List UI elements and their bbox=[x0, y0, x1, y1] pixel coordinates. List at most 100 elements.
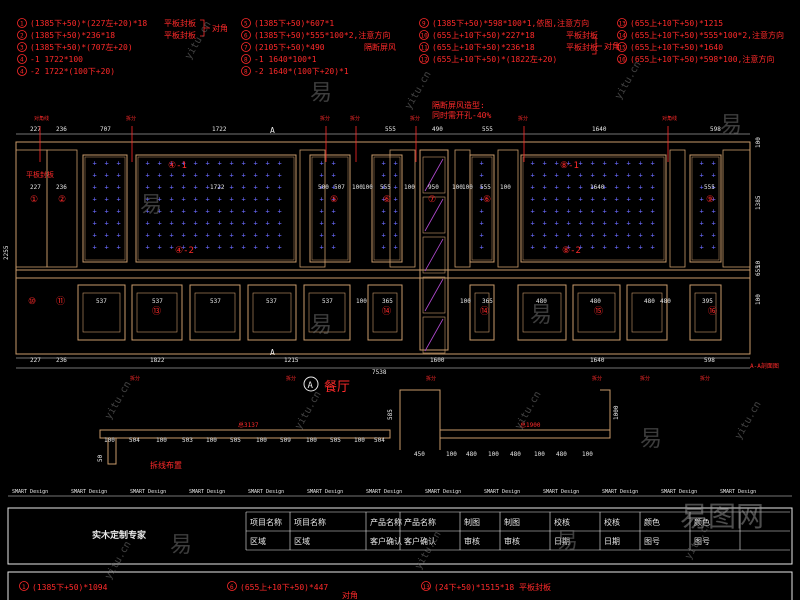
lower-panel-inset bbox=[194, 292, 236, 333]
tuft-button: + bbox=[394, 172, 398, 180]
item-number-circle bbox=[617, 30, 627, 40]
dimension-text: 100 bbox=[462, 184, 473, 191]
tuft-button: + bbox=[555, 208, 559, 216]
dimension-text: 1640 bbox=[592, 126, 607, 133]
tuft-button: + bbox=[639, 208, 643, 216]
watermark-glyph: 易 bbox=[640, 427, 662, 452]
item-number: 8 bbox=[244, 69, 248, 76]
tuft-button: + bbox=[194, 232, 198, 240]
tuft-button: + bbox=[591, 208, 595, 216]
item-number-circle bbox=[17, 66, 27, 76]
dimension-text: 500 bbox=[318, 184, 329, 191]
dimension-text: 1722 bbox=[210, 184, 225, 191]
cut-item-text: (655上+10下+50)*598*100,注意方向 bbox=[630, 54, 774, 64]
tuft-button: + bbox=[206, 244, 210, 252]
tuft-button: + bbox=[182, 232, 186, 240]
tuft-button: + bbox=[382, 160, 386, 168]
upper-panels: ++++++++++++++++++++++++++++++++++++++++… bbox=[15, 149, 751, 354]
box-dimension: 585 bbox=[387, 409, 394, 420]
cut-item-text: (655上+10下+50)*(1822左+20) bbox=[432, 54, 557, 64]
tuft-button: + bbox=[639, 172, 643, 180]
split-label: 拆分 bbox=[320, 115, 330, 122]
tuft-button: + bbox=[543, 172, 547, 180]
lower-panel-inset bbox=[372, 292, 398, 333]
dimension-text: 100 bbox=[356, 298, 367, 305]
tuft-button: + bbox=[206, 160, 210, 168]
cut-item-text: (1385下+50)*236*18 bbox=[30, 31, 115, 40]
tuft-button: + bbox=[146, 160, 150, 168]
panel-label: ⑧-2 bbox=[562, 246, 581, 256]
title-block-cell: 图号 bbox=[694, 537, 710, 546]
tuft-button: + bbox=[480, 208, 484, 216]
tuft-button: + bbox=[182, 196, 186, 204]
item-number-circle bbox=[421, 581, 431, 591]
cut-item-text: (24下+50)*1515*18 平板封板 bbox=[434, 582, 551, 592]
title-block-cell: 客户确认 bbox=[404, 536, 436, 546]
tuft-button: + bbox=[480, 172, 484, 180]
watermark-glyph: 易 bbox=[310, 81, 332, 106]
strip-label: SMART Design bbox=[189, 489, 225, 495]
right-dimension: 10 bbox=[755, 260, 762, 268]
dimension-text: 1640 bbox=[590, 184, 605, 191]
panel-label: ⑥ bbox=[483, 195, 491, 205]
tuft-button: + bbox=[266, 184, 270, 192]
dimension-text: 100 bbox=[452, 184, 463, 191]
cut-item-note: 平板封板 bbox=[566, 30, 598, 40]
detail-dimension: 480 bbox=[510, 451, 521, 458]
detail-note: 拆线布置 bbox=[150, 460, 182, 470]
bracket bbox=[592, 37, 602, 55]
split-label: 拆分 bbox=[640, 375, 650, 382]
tuft-button: + bbox=[158, 208, 162, 216]
tuft-button: + bbox=[639, 196, 643, 204]
cut-item-text: (655上+10下+50)*1640 bbox=[630, 43, 723, 52]
split-label: 拆分 bbox=[592, 375, 602, 382]
tuft-button: + bbox=[531, 196, 535, 204]
split-label: 拆分 bbox=[130, 375, 140, 382]
title-block-cell: 颜色 bbox=[644, 517, 660, 527]
tuft-button: + bbox=[254, 160, 258, 168]
stile-post bbox=[454, 149, 471, 268]
right-dimension: 655 bbox=[755, 265, 762, 276]
tuft-button: + bbox=[278, 232, 282, 240]
cut-item-text: (1385下+50)*598*100*1,依图,注意方向 bbox=[432, 18, 589, 28]
tuft-button: + bbox=[218, 184, 222, 192]
tuft-button: + bbox=[158, 172, 162, 180]
tuft-button: + bbox=[93, 208, 97, 216]
glass-hatch bbox=[424, 278, 444, 312]
stile-post bbox=[46, 149, 78, 268]
tuft-button: + bbox=[117, 232, 121, 240]
tuft-button: + bbox=[254, 232, 258, 240]
total-width: 7538 bbox=[372, 369, 387, 376]
tuft-button: + bbox=[194, 220, 198, 228]
item-number: 13 bbox=[423, 584, 431, 591]
tuft-button: + bbox=[712, 184, 716, 192]
tufted-panel bbox=[469, 154, 495, 263]
panel-label: ① bbox=[30, 195, 38, 205]
split-label: 拆分 bbox=[410, 115, 420, 122]
item-number: 7 bbox=[244, 45, 248, 52]
cut-item-text: (1385下+50)*555*100*2,注意方向 bbox=[254, 30, 390, 40]
tuft-button: + bbox=[579, 172, 583, 180]
dimension-text: 227 bbox=[30, 184, 41, 191]
company-tagline: 实木定制专家 bbox=[92, 529, 147, 541]
dimension-text: 598 bbox=[704, 357, 715, 364]
tuft-button: + bbox=[254, 184, 258, 192]
tuft-button: + bbox=[146, 208, 150, 216]
tuft-button: + bbox=[278, 160, 282, 168]
panel-label: ⑧-1 bbox=[560, 161, 579, 171]
tuft-button: + bbox=[320, 208, 324, 216]
lower-panel-inset bbox=[694, 292, 717, 333]
bracket-label: 对角 bbox=[604, 41, 620, 51]
tuft-button: + bbox=[242, 160, 246, 168]
title-block-cell: 图号 bbox=[644, 537, 660, 546]
tuft-button: + bbox=[543, 232, 547, 240]
split-label: 拆分 bbox=[350, 115, 360, 122]
tuft-button: + bbox=[158, 232, 162, 240]
tufted-panel-inner bbox=[691, 156, 720, 261]
lower-panel bbox=[131, 284, 183, 341]
tuft-button: + bbox=[158, 160, 162, 168]
dimension-text: 100 bbox=[362, 184, 373, 191]
lower-panel-inset bbox=[308, 292, 346, 333]
